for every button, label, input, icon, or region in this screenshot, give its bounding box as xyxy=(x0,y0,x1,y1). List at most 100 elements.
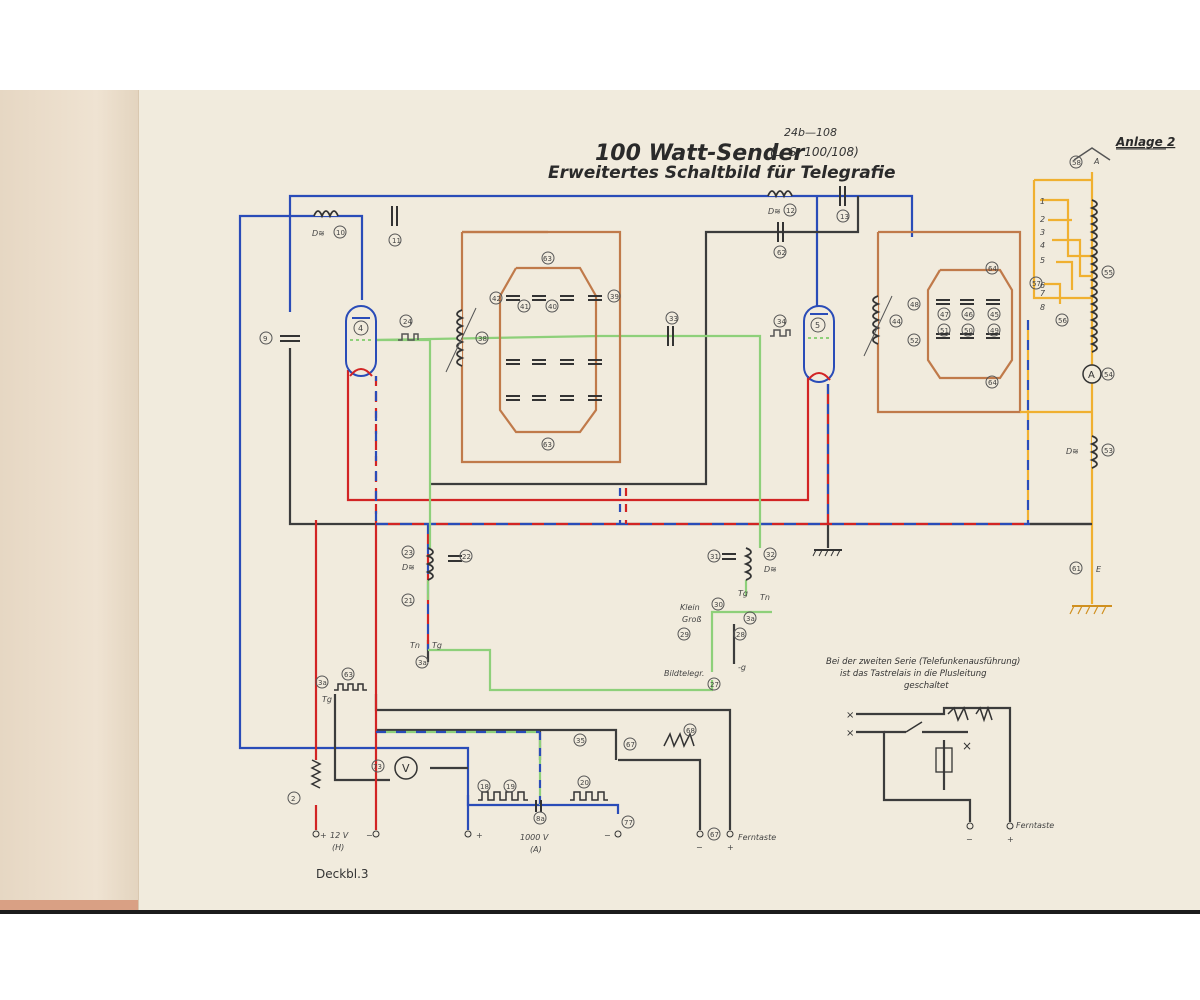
svg-text:56: 56 xyxy=(1058,317,1067,325)
book-binding xyxy=(0,90,139,912)
svg-text:31: 31 xyxy=(710,553,719,561)
svg-text:6: 6 xyxy=(1040,281,1045,290)
svg-text:34: 34 xyxy=(777,318,786,326)
series-note: Bei der zweiten Serie (Telefunkenausführ… xyxy=(826,657,1020,691)
resistor-34: 34 xyxy=(770,314,791,337)
svg-text:3: 3 xyxy=(1040,228,1045,237)
svg-text:21: 21 xyxy=(404,597,413,605)
svg-text:53: 53 xyxy=(1104,447,1113,455)
annex-label: Anlage 2 xyxy=(1115,135,1175,149)
coil-12: D≋ 12 xyxy=(767,190,797,217)
svg-text:48: 48 xyxy=(910,301,919,309)
capacitor-62: 62 xyxy=(773,222,787,259)
svg-text:E: E xyxy=(1096,565,1102,574)
svg-text:42: 42 xyxy=(492,295,501,303)
svg-text:+: + xyxy=(1007,835,1014,844)
svg-text:19: 19 xyxy=(506,783,515,791)
svg-text:Tg: Tg xyxy=(432,641,442,650)
svg-text:24: 24 xyxy=(403,318,412,326)
choke-23: 23 D≋ 22 21 Tn Tg 3a xyxy=(401,545,473,669)
svg-text:A: A xyxy=(1093,157,1099,166)
svg-text:+: + xyxy=(320,831,327,840)
capacitor-13: 13 xyxy=(836,186,850,223)
svg-text:3a: 3a xyxy=(746,615,755,623)
svg-text:-g: -g xyxy=(738,663,746,672)
svg-text:57: 57 xyxy=(1032,280,1041,288)
tank-circuit-1 xyxy=(460,230,622,464)
capacitor-11: 11 xyxy=(388,206,402,247)
terminal-labels: + 12 V (H) − + 1000 V (A) − − Ferntaste … xyxy=(312,830,776,854)
svg-text:32: 32 xyxy=(766,551,775,559)
svg-text:4: 4 xyxy=(1040,241,1045,250)
svg-text:D≋: D≋ xyxy=(764,565,777,574)
svg-text:8: 8 xyxy=(1040,303,1045,312)
heater-rheostat: 3a Tg 63 2 V 73 xyxy=(287,667,418,805)
svg-text:5: 5 xyxy=(815,321,820,330)
antenna-taps: 1 2 3 4 5 6 7 8 xyxy=(1040,197,1046,312)
svg-text:×: × xyxy=(846,710,854,721)
svg-text:67: 67 xyxy=(626,741,635,749)
svg-text:×: × xyxy=(962,739,972,753)
svg-text:V: V xyxy=(402,762,410,775)
svg-text:23: 23 xyxy=(404,549,413,557)
coil-10: D≋ 10 xyxy=(312,210,347,239)
second-series-inset: × × × − Ferntaste + xyxy=(846,705,1054,844)
svg-text:4: 4 xyxy=(358,324,363,333)
svg-text:ist das Tastrelais in die Plus: ist das Tastrelais in die Plusleitung xyxy=(840,669,987,679)
svg-text:Ferntaste: Ferntaste xyxy=(1016,821,1054,830)
svg-text:3a: 3a xyxy=(318,679,327,687)
svg-text:Bildtelegr.: Bildtelegr. xyxy=(664,669,704,678)
svg-text:2: 2 xyxy=(1040,215,1045,224)
svg-text:27: 27 xyxy=(710,681,719,689)
svg-text:64: 64 xyxy=(988,379,997,387)
svg-text:77: 77 xyxy=(624,819,633,827)
svg-text:52: 52 xyxy=(910,337,919,345)
svg-text:33: 33 xyxy=(669,315,678,323)
binding-edge xyxy=(0,900,138,912)
svg-text:29: 29 xyxy=(680,631,689,639)
svg-text:−: − xyxy=(696,843,703,852)
resistor-24: 24 xyxy=(398,314,419,341)
svg-text:1000 V: 1000 V xyxy=(520,833,549,842)
grid-wiring xyxy=(375,334,772,692)
svg-text:73: 73 xyxy=(373,763,382,771)
svg-text:38: 38 xyxy=(478,335,487,343)
choke-31-32: 31 32 D≋ Tg Tn 3a Klein 30 Groß 29 28 Bi… xyxy=(664,547,777,691)
svg-text:Tn: Tn xyxy=(410,641,420,650)
svg-text:40: 40 xyxy=(548,303,557,311)
voltmeter-icon xyxy=(394,756,418,780)
svg-text:45: 45 xyxy=(990,311,999,319)
svg-text:47: 47 xyxy=(940,311,949,319)
antenna-section: 58 A 55 57 56 A 54 D≋ 53 61 E xyxy=(1029,147,1115,615)
svg-text:35: 35 xyxy=(576,737,585,745)
svg-text:51: 51 xyxy=(940,327,949,335)
svg-text:67: 67 xyxy=(710,831,719,839)
svg-text:D≋: D≋ xyxy=(768,207,781,216)
capacitor-33: 33 xyxy=(665,311,679,346)
svg-text:geschaltet: geschaltet xyxy=(904,681,949,691)
ht-resistors: 18 19 20 8a 77 35 68 67 67 xyxy=(477,723,721,841)
capacitor-9: 9 xyxy=(259,331,300,345)
svg-text:9: 9 xyxy=(263,335,267,343)
svg-text:46: 46 xyxy=(964,311,973,319)
svg-text:68: 68 xyxy=(686,727,695,735)
svg-text:41: 41 xyxy=(520,303,529,311)
svg-text:(H): (H) xyxy=(332,843,344,852)
svg-text:58: 58 xyxy=(1072,159,1081,167)
svg-text:5: 5 xyxy=(1040,256,1045,265)
svg-text:18: 18 xyxy=(480,783,489,791)
svg-text:D≋: D≋ xyxy=(1066,447,1079,456)
svg-text:8a: 8a xyxy=(536,815,545,823)
anode-wiring xyxy=(238,194,914,830)
svg-text:63: 63 xyxy=(344,671,353,679)
svg-text:12 V: 12 V xyxy=(330,831,349,840)
svg-text:×: × xyxy=(846,728,854,739)
svg-text:A: A xyxy=(1088,370,1095,381)
svg-text:28: 28 xyxy=(736,631,745,639)
svg-text:64: 64 xyxy=(988,265,997,273)
heater-wiring xyxy=(314,370,810,830)
svg-text:Groß: Groß xyxy=(682,615,701,624)
svg-text:55: 55 xyxy=(1104,269,1113,277)
svg-text:49: 49 xyxy=(990,327,999,335)
